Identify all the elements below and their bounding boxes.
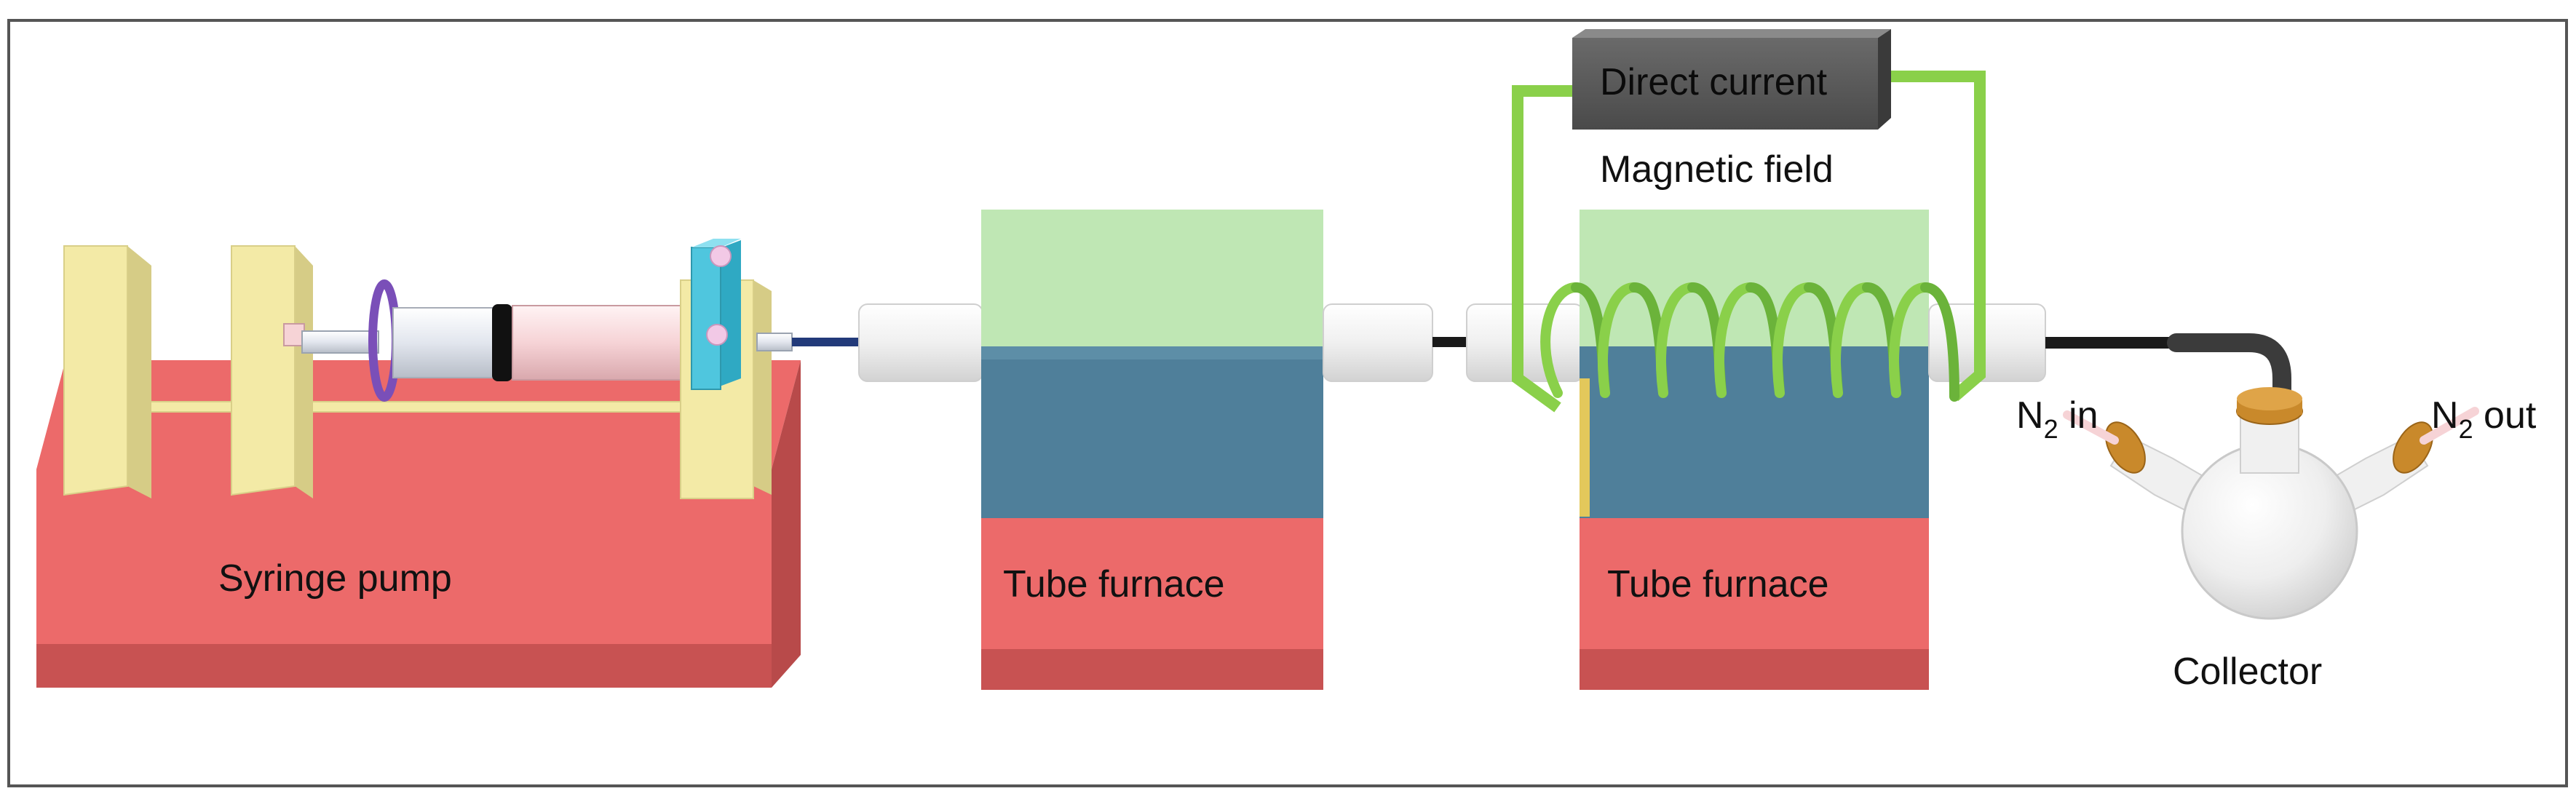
quartz-tube-right xyxy=(1323,303,1433,382)
tube-furnace-2: Tube furnace xyxy=(1466,71,2046,690)
dc-box xyxy=(1572,38,1878,130)
furnace-2-side-yellow xyxy=(1580,378,1590,517)
n2-in-tube xyxy=(2063,410,2119,445)
n2-out-tube xyxy=(2420,407,2479,445)
pump-base-top xyxy=(36,360,801,469)
furnace-2-body xyxy=(1580,346,1929,518)
magnetic-coil xyxy=(1540,282,1959,402)
quartz-tube-left xyxy=(858,303,983,382)
plunger-barrel xyxy=(392,307,496,378)
figure-border xyxy=(7,19,2568,787)
plunger-rod xyxy=(301,330,379,354)
guide-rod xyxy=(108,401,692,413)
furnace-1-body xyxy=(981,346,1323,518)
syringe-clamp-front xyxy=(691,247,721,390)
plunger-hole xyxy=(283,323,305,346)
feed-line-2 xyxy=(1432,337,1469,347)
middle-plate-side xyxy=(295,246,313,498)
furnace-2-base-shadow xyxy=(1580,649,1929,690)
tube-furnace-1-label: Tube furnace xyxy=(1003,563,1224,605)
syringe-liquid xyxy=(512,305,702,381)
n2-in-label: N2 in xyxy=(2016,394,2099,444)
quartz-tube-2-left xyxy=(1466,303,1584,382)
dc-wire-left xyxy=(1512,85,1580,413)
dc-box-top xyxy=(1572,29,1891,38)
stopper-left xyxy=(2105,421,2146,474)
collector: Collector xyxy=(2045,333,2479,693)
dc-wire-right xyxy=(1878,71,1986,402)
stopper-right xyxy=(2393,421,2433,474)
pump-base-front-shadow xyxy=(36,644,772,688)
syringe-needle xyxy=(792,338,872,346)
end-plate-left-side xyxy=(127,246,151,498)
furnace-2-base xyxy=(1580,518,1929,649)
furnace-1-body-edge xyxy=(981,346,1323,359)
direct-current-label: Direct current xyxy=(1600,61,1828,103)
tube-furnace-2-label: Tube furnace xyxy=(1607,563,1828,605)
outlet-tube-bend xyxy=(2167,333,2291,406)
furnace-1-glass xyxy=(981,210,1323,346)
syringe-pump: Syringe pump xyxy=(36,239,872,688)
n2-out-label: N2 out xyxy=(2431,394,2537,444)
tube-furnace-1: Tube furnace xyxy=(858,210,1433,690)
syringe-pump-label: Syringe pump xyxy=(218,557,452,600)
syringe-support-side xyxy=(753,280,772,495)
end-plate-left xyxy=(63,245,128,496)
clamp-screw-bottom xyxy=(706,324,728,346)
collector-label: Collector xyxy=(2173,651,2322,693)
middle-plate xyxy=(231,245,296,496)
furnace-1-base-shadow xyxy=(981,649,1323,690)
pump-base-right xyxy=(772,360,801,688)
furnace-2-glass xyxy=(1580,210,1929,346)
furnace-1-base xyxy=(981,518,1323,649)
clamp-screw-top xyxy=(710,245,732,267)
stopper-top-cap xyxy=(2237,387,2302,410)
dc-box-side xyxy=(1878,29,1891,130)
magnetic-field-label: Magnetic field xyxy=(1600,148,1834,191)
syringe-tip xyxy=(756,333,793,351)
direct-current-source: Direct current xyxy=(1572,29,1891,130)
syringe-clamp-top xyxy=(691,239,741,247)
syringe-stopper xyxy=(492,304,512,381)
